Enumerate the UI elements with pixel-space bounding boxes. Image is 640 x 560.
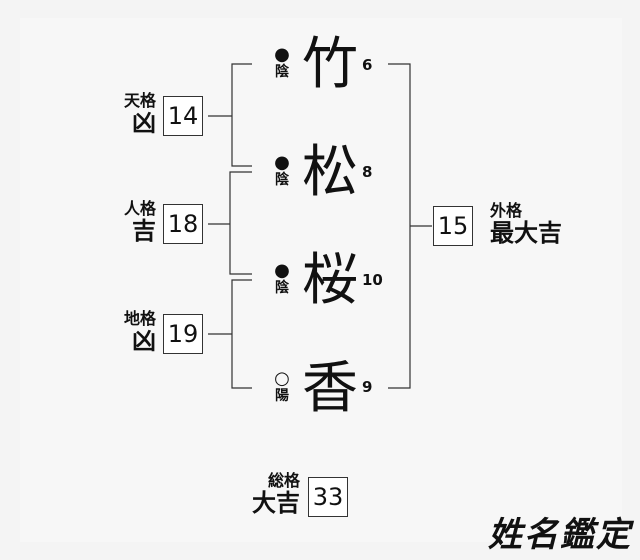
chikaku-label: 地格 凶 (104, 309, 156, 355)
stroke-count-1: 6 (362, 56, 373, 74)
stroke-count-2: 8 (362, 163, 373, 181)
diagram-panel (20, 18, 622, 542)
chikaku-value-box: 19 (163, 314, 203, 354)
name-character-2: 松 (302, 140, 358, 205)
chikaku-result: 凶 (132, 327, 156, 355)
tenkaku-name: 天格 (123, 91, 156, 110)
jinkaku-label: 人格 吉 (104, 199, 156, 245)
chikaku-name: 地格 (123, 309, 156, 328)
yin-mark: ● (274, 44, 290, 65)
yinyang-2: ● 陰 (270, 152, 294, 189)
name-character-4: 香 (302, 356, 358, 421)
stroke-count-3: 10 (362, 271, 383, 289)
yinyang-1: ● 陰 (270, 44, 294, 81)
tenkaku-label: 天格 凶 (104, 91, 156, 137)
tenkaku-result: 凶 (132, 109, 156, 137)
yinyang-label: 陽 (275, 388, 289, 404)
soukaku-name: 総格 (267, 471, 300, 490)
yinyang-label: 陰 (275, 64, 289, 80)
stroke-count-4: 9 (362, 378, 373, 396)
tenkaku-value-box: 14 (163, 96, 203, 136)
jinkaku-result: 吉 (132, 217, 156, 245)
yin-mark: ● (274, 152, 290, 173)
name-character-3: 桜 (302, 248, 358, 313)
yinyang-label: 陰 (275, 280, 289, 296)
soukaku-result: 大吉 (252, 489, 300, 517)
soukaku-value-box: 33 (308, 477, 348, 517)
yinyang-4: ○ 陽 (270, 368, 294, 405)
site-logo: 姓名鑑定 (488, 515, 632, 555)
yin-mark: ● (274, 260, 290, 281)
jinkaku-name: 人格 (123, 199, 156, 218)
gaikaku-label: 外格 最大吉 (490, 201, 590, 247)
gaikaku-value-box: 15 (433, 206, 473, 246)
yinyang-3: ● 陰 (270, 260, 294, 297)
yinyang-label: 陰 (275, 172, 289, 188)
name-character-1: 竹 (302, 32, 358, 97)
yang-mark: ○ (274, 368, 290, 389)
soukaku-label: 総格 大吉 (230, 471, 300, 517)
gaikaku-name: 外格 (490, 201, 523, 220)
jinkaku-value-box: 18 (163, 204, 203, 244)
gaikaku-result: 最大吉 (490, 219, 562, 247)
